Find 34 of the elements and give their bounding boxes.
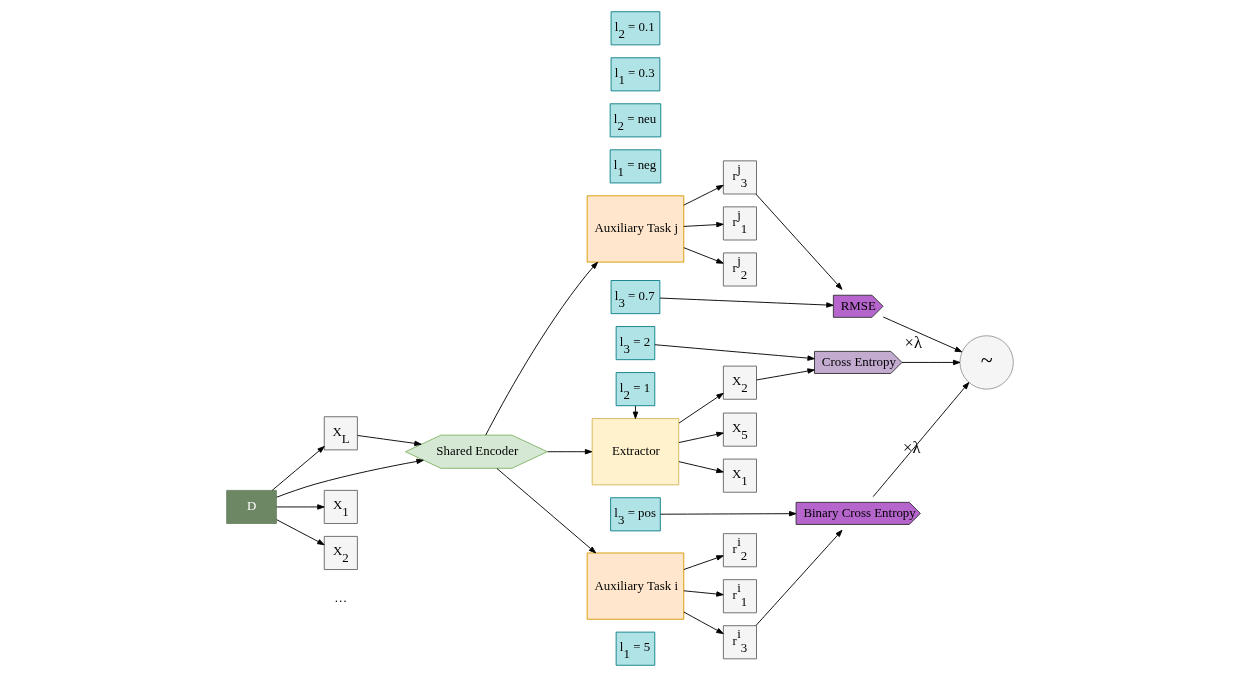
arrow bbox=[271, 446, 325, 491]
arrow bbox=[682, 555, 724, 570]
arrow bbox=[678, 431, 724, 443]
arrow bbox=[659, 297, 834, 308]
arrow bbox=[901, 359, 960, 366]
arrow bbox=[882, 316, 962, 353]
arrow bbox=[682, 247, 724, 264]
node-box: D bbox=[225, 489, 277, 524]
arrow bbox=[678, 392, 724, 424]
arrow bbox=[682, 221, 724, 228]
arrow bbox=[653, 344, 815, 361]
arrow bbox=[682, 611, 724, 635]
arrow bbox=[754, 529, 842, 627]
label: … bbox=[333, 591, 347, 606]
edge-label: ×λ bbox=[902, 437, 920, 457]
arrow bbox=[632, 405, 638, 419]
arrow bbox=[755, 368, 815, 381]
arrow bbox=[546, 449, 592, 455]
arrow bbox=[754, 193, 842, 290]
arrow bbox=[659, 510, 796, 517]
arrow bbox=[495, 468, 596, 554]
arrow bbox=[275, 458, 424, 498]
arrow bbox=[275, 504, 325, 510]
arrow bbox=[484, 261, 598, 436]
edge-label: ×λ bbox=[904, 332, 922, 352]
arrow bbox=[872, 382, 969, 498]
arrow bbox=[275, 519, 325, 546]
arrow bbox=[682, 184, 724, 206]
node-box: Extractor bbox=[591, 418, 679, 486]
arrow bbox=[678, 461, 724, 474]
node-box: Auxiliary Task j bbox=[586, 195, 684, 263]
arrow bbox=[356, 435, 422, 447]
node-box: Auxiliary Task i bbox=[586, 552, 684, 620]
arrow bbox=[682, 590, 724, 597]
